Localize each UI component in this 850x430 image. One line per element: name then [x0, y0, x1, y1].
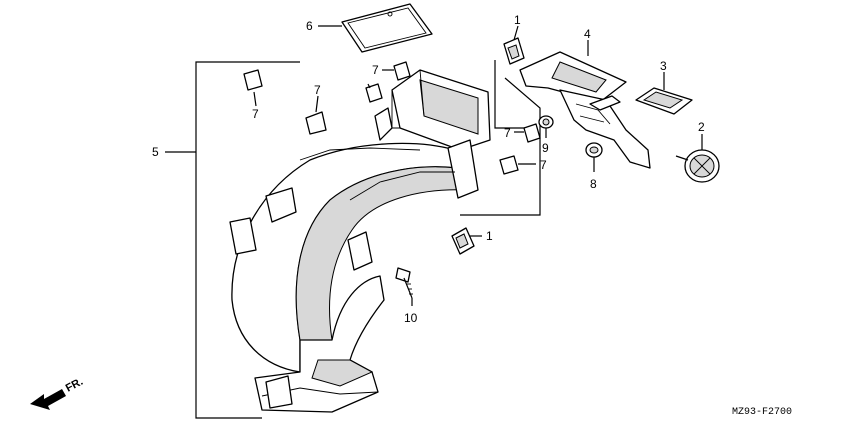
nut-7-c[interactable] — [365, 61, 411, 103]
rear-reflector-2[interactable] — [675, 134, 720, 183]
callout-1-mid: 1 — [486, 229, 493, 243]
callout-8: 8 — [590, 177, 597, 191]
callout-6: 6 — [306, 19, 313, 33]
nut-7-a[interactable] — [243, 69, 263, 107]
callout-7-c: 7 — [372, 63, 379, 77]
clip-1-top[interactable] — [503, 25, 525, 65]
callout-10: 10 — [404, 311, 418, 325]
bolt-10[interactable] — [395, 267, 413, 306]
nut-7-e[interactable] — [499, 155, 536, 175]
grommet-8[interactable] — [585, 142, 603, 172]
callout-2: 2 — [698, 120, 705, 134]
callout-9: 9 — [542, 141, 549, 155]
callout-1-top: 1 — [514, 13, 521, 27]
callout-5: 5 — [152, 145, 159, 159]
front-direction-arrow: FR. — [30, 376, 85, 410]
clip-1-mid[interactable] — [451, 227, 482, 255]
license-lens-3[interactable] — [635, 72, 693, 115]
diagram-code: MZ93-F2700 — [732, 407, 792, 418]
nut-7-b[interactable] — [305, 95, 327, 135]
label-plate-6[interactable] — [318, 3, 433, 53]
grommet-9[interactable] — [538, 115, 554, 138]
rear-fender-5[interactable] — [229, 69, 491, 413]
callout-4: 4 — [584, 27, 591, 41]
nut-7-d[interactable] — [514, 123, 541, 143]
callout-7-e: 7 — [540, 158, 547, 172]
callout-7-d: 7 — [504, 126, 511, 140]
callout-7-b: 7 — [314, 83, 321, 97]
assembly-bracket-5 — [165, 60, 541, 419]
callout-7-a: 7 — [252, 107, 259, 121]
callout-3: 3 — [660, 59, 667, 73]
front-direction-label: FR. — [64, 376, 85, 395]
license-bracket-4[interactable] — [519, 40, 651, 169]
